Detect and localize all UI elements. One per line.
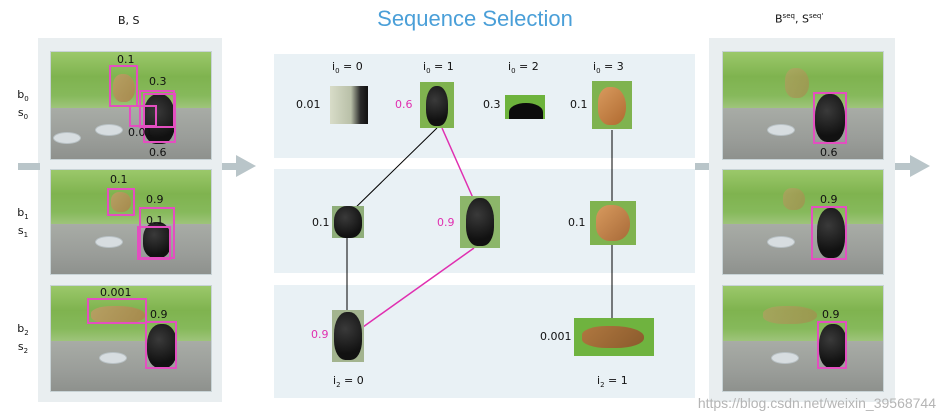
- fox-shape: [785, 68, 809, 98]
- output-frame-0: [722, 51, 884, 160]
- score-label: 0.6: [820, 146, 838, 159]
- node-thumb-0-0: [330, 86, 368, 124]
- node-score: 0.1: [568, 216, 586, 229]
- output-frame-1: [722, 169, 884, 275]
- link-line: [349, 128, 437, 214]
- score-label: 0.9: [820, 193, 838, 206]
- fox-shape: [763, 306, 817, 324]
- node-score: 0.001: [540, 330, 572, 343]
- output-frame-2: [722, 285, 884, 392]
- arrow-right-icon: [910, 155, 930, 177]
- node-thumb-1-2: [590, 201, 636, 245]
- node-score: 0.1: [312, 216, 330, 229]
- node-thumb-2-1: [574, 318, 654, 356]
- watermark: https://blog.csdn.net/weixin_39568744: [698, 395, 936, 411]
- node-score-selected: 0.9: [437, 216, 455, 229]
- node-score: 0.3: [483, 98, 501, 111]
- selected-link-line: [363, 248, 474, 327]
- node-thumb-1-0: [332, 206, 364, 238]
- node-score: 0.1: [570, 98, 588, 111]
- node-thumb-1-1: [460, 196, 500, 248]
- node-thumb-2-0: [332, 310, 364, 362]
- fox-shape: [783, 188, 805, 210]
- arrow-shaft: [695, 163, 709, 170]
- node-thumb-0-2: [505, 95, 545, 119]
- score-label: 0.9: [822, 308, 840, 321]
- node-score-selected: 0.9: [311, 328, 329, 341]
- node-thumb-0-1: [420, 82, 454, 128]
- node-thumb-0-3: [592, 81, 632, 129]
- selected-link-line: [442, 128, 473, 198]
- node-score-selected: 0.6: [395, 98, 413, 111]
- node-score: 0.01: [296, 98, 321, 111]
